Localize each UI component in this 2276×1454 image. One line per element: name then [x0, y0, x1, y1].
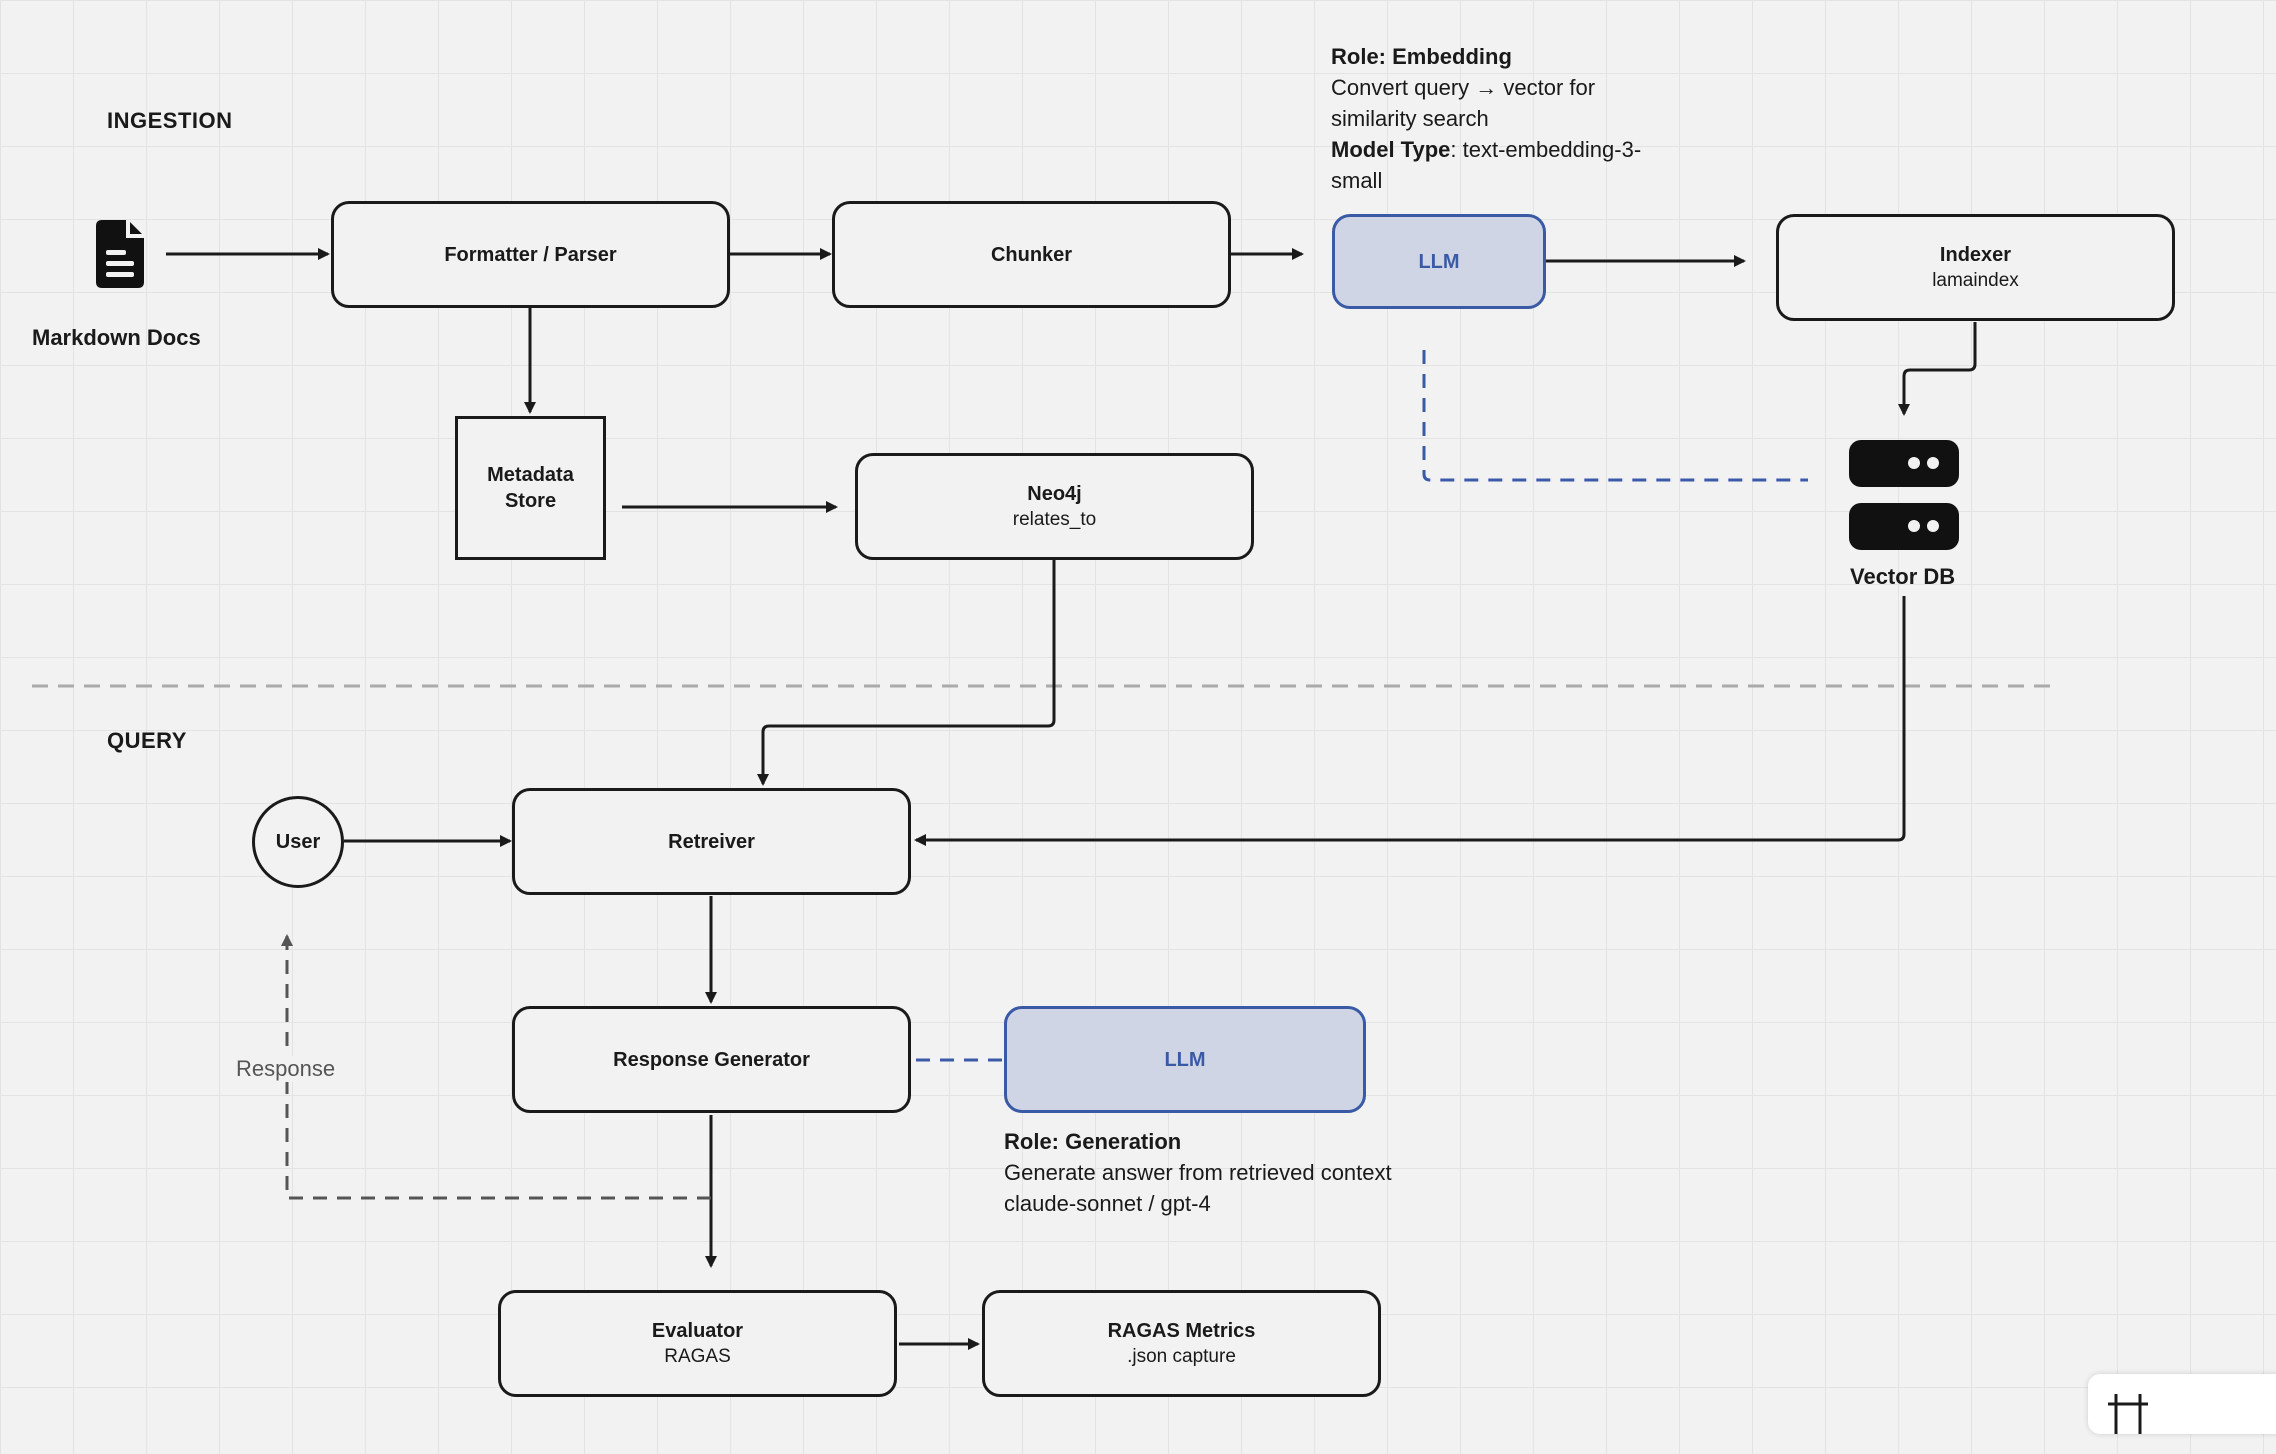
- metadata-store-line2: Store: [504, 490, 557, 512]
- edge-vectordb-retriever: [914, 596, 1906, 846]
- embedding-model-label: Model Type: [1331, 137, 1451, 162]
- response-generator-node[interactable]: Response Generator: [512, 1006, 911, 1113]
- llm-generation-label: LLM: [1164, 1048, 1206, 1071]
- indexer-title: Indexer: [1939, 243, 2012, 266]
- document-icon[interactable]: [92, 216, 148, 292]
- neo4j-node[interactable]: Neo4j relates_to: [855, 453, 1254, 560]
- embedding-desc-line1: Convert query → vector for: [1331, 75, 1596, 100]
- diagram-canvas: INGESTION QUERY Markdown Docs Formatter …: [32, 41, 2276, 1434]
- embedding-model-value: : text-embedding-3-: [1450, 137, 1642, 162]
- formatter-parser-node[interactable]: Formatter / Parser: [331, 201, 730, 308]
- neo4j-subtitle: relates_to: [1012, 508, 1097, 530]
- chunker-label: Chunker: [990, 243, 1073, 266]
- embedding-note: Role: Embedding Convert query → vector f…: [1331, 41, 1671, 196]
- evaluator-node[interactable]: Evaluator RAGAS: [498, 1290, 897, 1397]
- vector-db-label: Vector DB: [1850, 564, 1956, 589]
- generation-model: claude-sonnet / gpt-4: [1004, 1191, 1211, 1216]
- llm-generation-node[interactable]: LLM: [1004, 1006, 1366, 1113]
- response-edge-label: Response: [234, 1056, 338, 1082]
- indexer-node[interactable]: Indexer lamaindex: [1776, 214, 2175, 321]
- formatter-parser-label: Formatter / Parser: [444, 243, 617, 266]
- connectors: [32, 248, 2060, 1350]
- edge-neo4j-retriever: [757, 560, 1056, 786]
- llm-embedding-node[interactable]: LLM: [1332, 214, 1546, 309]
- chunker-node[interactable]: Chunker: [832, 201, 1231, 308]
- ragas-metrics-title: RAGAS Metrics: [1107, 1319, 1256, 1342]
- generation-desc: Generate answer from retrieved context: [1004, 1160, 1392, 1185]
- embedding-model-value-line2: small: [1331, 168, 1383, 193]
- embedding-role-label: Role: Embedding: [1331, 44, 1512, 69]
- section-label-query: QUERY: [107, 728, 187, 753]
- evaluator-title: Evaluator: [651, 1319, 744, 1342]
- user-node[interactable]: User: [252, 796, 344, 888]
- llm-embedding-label: LLM: [1418, 250, 1460, 273]
- retriever-label: Retreiver: [668, 830, 755, 853]
- retriever-node[interactable]: Retreiver: [512, 788, 911, 895]
- edge-indexer-vectordb: [1898, 322, 1977, 416]
- metadata-store-line1: Metadata: [487, 464, 574, 486]
- generation-role-label: Role: Generation: [1004, 1129, 1182, 1154]
- section-label-ingestion: INGESTION: [107, 108, 233, 133]
- neo4j-title: Neo4j: [1027, 482, 1082, 505]
- indexer-subtitle: lamaindex: [1932, 269, 2019, 291]
- markdown-docs-label: Markdown Docs: [32, 325, 201, 350]
- embedding-desc-line2: similarity search: [1331, 106, 1489, 131]
- database-icon[interactable]: [1849, 440, 1959, 552]
- canvas-toolbar[interactable]: [2088, 1374, 2276, 1434]
- metadata-store-node[interactable]: Metadata Store: [455, 416, 606, 560]
- ragas-metrics-node[interactable]: RAGAS Metrics .json capture: [982, 1290, 1381, 1397]
- ragas-metrics-subtitle: .json capture: [1127, 1345, 1236, 1367]
- generation-note: Role: Generation Generate answer from re…: [1004, 1126, 1524, 1219]
- edge-llm-vectordb-dashed: [1422, 350, 1808, 482]
- evaluator-subtitle: RAGAS: [664, 1345, 731, 1367]
- frame-icon[interactable]: [2108, 1394, 2168, 1454]
- response-generator-label: Response Generator: [613, 1048, 810, 1071]
- user-label: User: [275, 831, 321, 853]
